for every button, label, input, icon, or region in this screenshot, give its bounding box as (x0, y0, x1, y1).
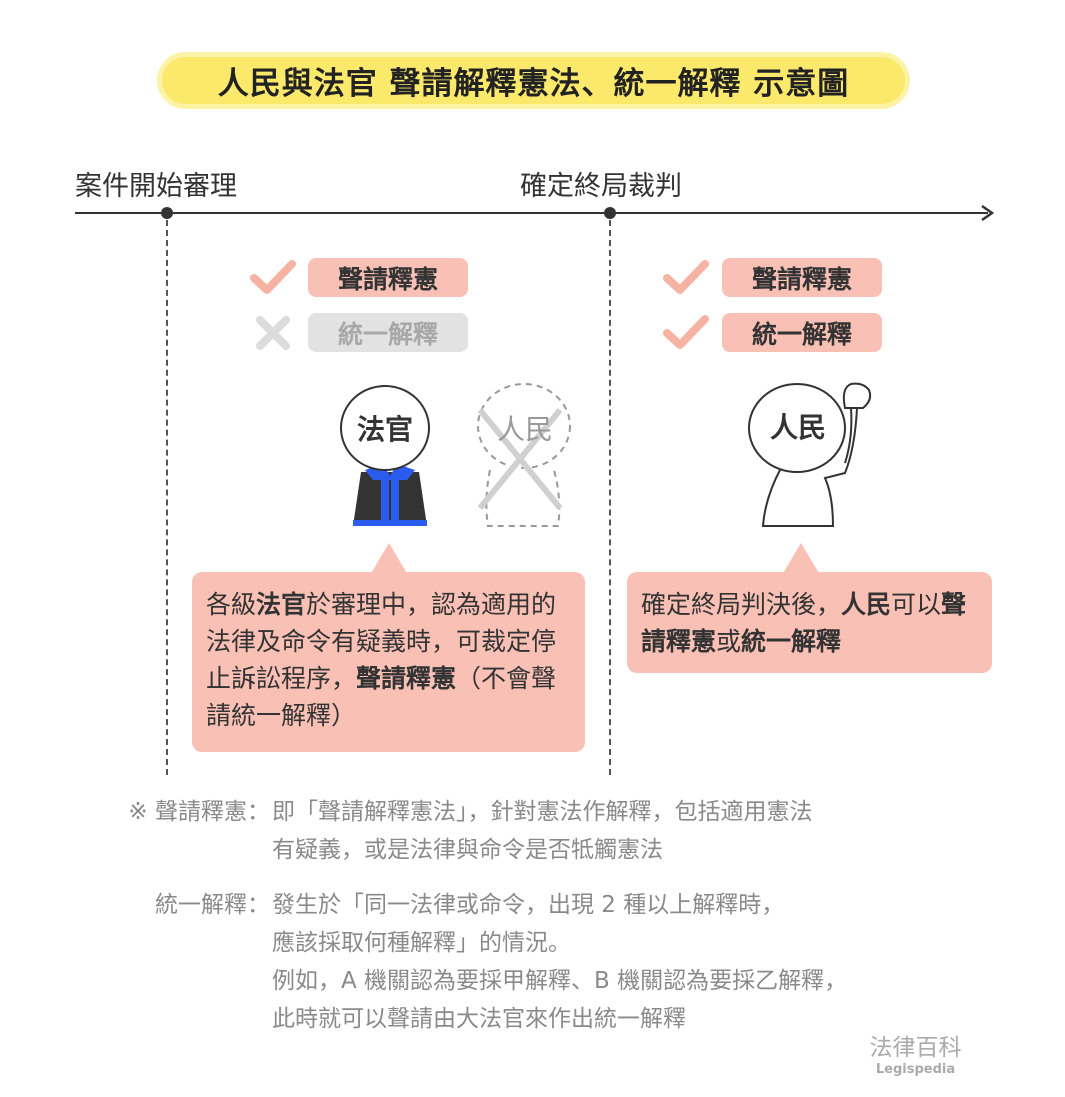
legispedia-logo: 法律百科 Legispedia (858, 1028, 973, 1077)
timeline-arrow (75, 204, 995, 222)
note-line: 發生於「同一法律或命令，出現 2 種以上解釋時， (272, 892, 785, 918)
judge-explanation-bubble: 各級法官於審理中，認為適用的法律及命令有疑義時，可裁定停止訴訟程序，聲請釋憲（不… (192, 572, 585, 752)
left-badge-unified-interpretation: 統一解釋 (308, 313, 468, 352)
timeline-end-label: 確定終局裁判 (520, 171, 682, 202)
note-line: 例如，A 機關認為要採甲解釋、B 機關認為要採乙解釋， (272, 968, 848, 994)
bubble-bold-text: 聲請釋憲 (641, 590, 967, 656)
timeline-start-label: 案件開始審理 (75, 171, 237, 202)
title-banner: 人民與法官 聲請解釋憲法、統一解釋 示意圖 (157, 52, 910, 109)
note-body-unified-interpretation: 發生於「同一法律或命令，出現 2 種以上解釋時， 應該採取何種解釋」的情況。 例… (272, 886, 847, 1038)
logo-en: Legispedia (875, 1062, 956, 1077)
note-body-constitutional-review: 即「聲請解釋憲法」，針對憲法作解釋，包括適用憲法 有疑義，或是法律與命令是否牴觸… (272, 793, 813, 869)
page-title: 人民與法官 聲請解釋憲法、統一解釋 示意圖 (162, 57, 905, 104)
logo-zh: 法律百科 (869, 1035, 962, 1061)
right-badge-constitutional-review: 聲請釋憲 (722, 258, 882, 297)
note-label-unified-interpretation: 統一解釋： (155, 892, 270, 918)
note-label-constitutional-review: ※ 聲請釋憲： (128, 799, 270, 825)
check-icon (663, 315, 709, 349)
check-icon (250, 260, 296, 294)
bubble-bold-text: 聲請釋憲 (356, 664, 457, 693)
bubble-text: 可以 (891, 590, 942, 619)
note-line: 此時就可以聲請由大法官來作出統一解釋 (272, 1006, 686, 1032)
bubble-text: 或 (716, 627, 742, 656)
end-divider (609, 220, 611, 775)
arrow-head-icon (981, 204, 995, 222)
timeline-end-dot (604, 207, 616, 219)
bubble-text: 於審理中，認為適用的法律及命令有疑義時，可裁定停止訴訟程序， (206, 590, 557, 693)
people-label: 人民 (769, 411, 826, 444)
judge-figure-icon (340, 385, 430, 526)
crossed-people-label: 人民 (496, 413, 553, 446)
cross-icon (256, 316, 290, 350)
note-line: 即「聲請解釋憲法」，針對憲法作解釋，包括適用憲法 (272, 799, 813, 825)
bubble-text: 確定終局判決後， (641, 590, 842, 619)
right-badge-unified-interpretation: 統一解釋 (722, 313, 882, 352)
start-divider (166, 220, 168, 775)
bubble-bold-text: 統一解釋 (741, 627, 842, 656)
note-line: 應該採取何種解釋」的情況。 (272, 930, 571, 956)
bubble-pointer (370, 543, 408, 575)
judge-label: 法官 (356, 413, 413, 446)
crossed-people-figure-icon (477, 383, 571, 527)
people-figure-icon (748, 382, 872, 527)
note-line: 有疑義，或是法律與命令是否牴觸憲法 (272, 837, 663, 863)
bubble-pointer (782, 543, 820, 575)
check-icon (663, 260, 709, 294)
bubble-bold-text: 人民 (841, 590, 892, 619)
people-explanation-bubble: 確定終局判決後，人民可以聲請釋憲或統一解釋 (627, 572, 992, 673)
timeline-start-dot (161, 207, 173, 219)
left-badge-constitutional-review: 聲請釋憲 (308, 258, 468, 297)
bubble-text: 各級 (206, 590, 257, 619)
bubble-text: （不會聲請統一解釋） (206, 664, 557, 730)
bubble-bold-text: 法官 (256, 590, 307, 619)
